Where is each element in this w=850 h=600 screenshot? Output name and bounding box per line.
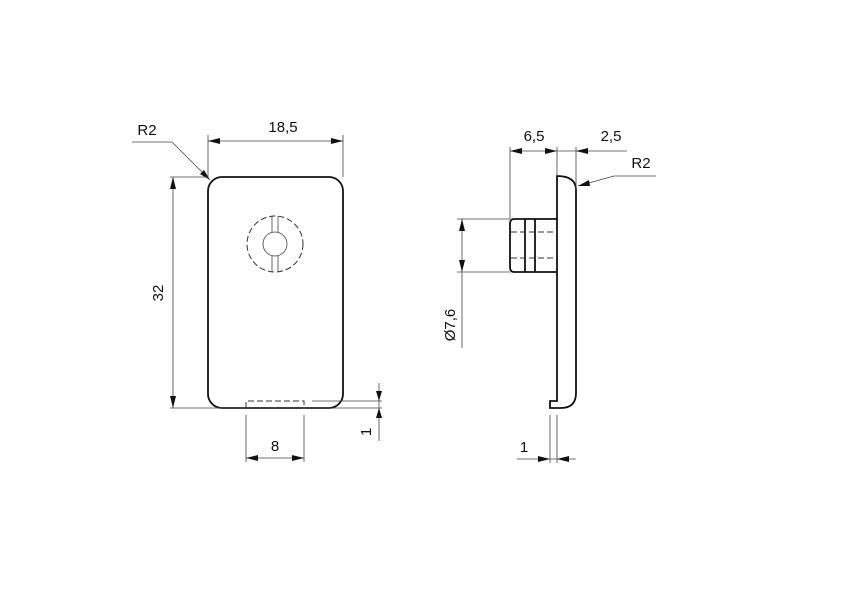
pin-outline: [509, 218, 557, 273]
dim-slot-depth: 1: [358, 428, 375, 436]
front-view: 18,5 R2 32 8 1: [132, 119, 382, 462]
dim-height: 32: [150, 285, 167, 302]
dim-plate-thickness: 2,5: [601, 128, 622, 145]
plate-side-outline: [549, 175, 577, 409]
hole-inner: [262, 231, 288, 257]
plate-outline: [207, 176, 344, 409]
slot-hidden: [245, 400, 305, 408]
dim-width: 18,5: [268, 119, 297, 136]
hole-outer: [246, 215, 304, 273]
side-view: 6,5 2,5 R2 Ø7,6 1: [442, 128, 656, 463]
dim-radius-side: R2: [631, 155, 650, 172]
dim-pin-diameter: Ø7,6: [442, 309, 459, 342]
dim-radius-front: R2: [137, 122, 156, 139]
dim-lip: 1: [520, 439, 528, 456]
dim-pin-length: 6,5: [524, 128, 545, 145]
dim-slot-width: 8: [271, 438, 279, 455]
